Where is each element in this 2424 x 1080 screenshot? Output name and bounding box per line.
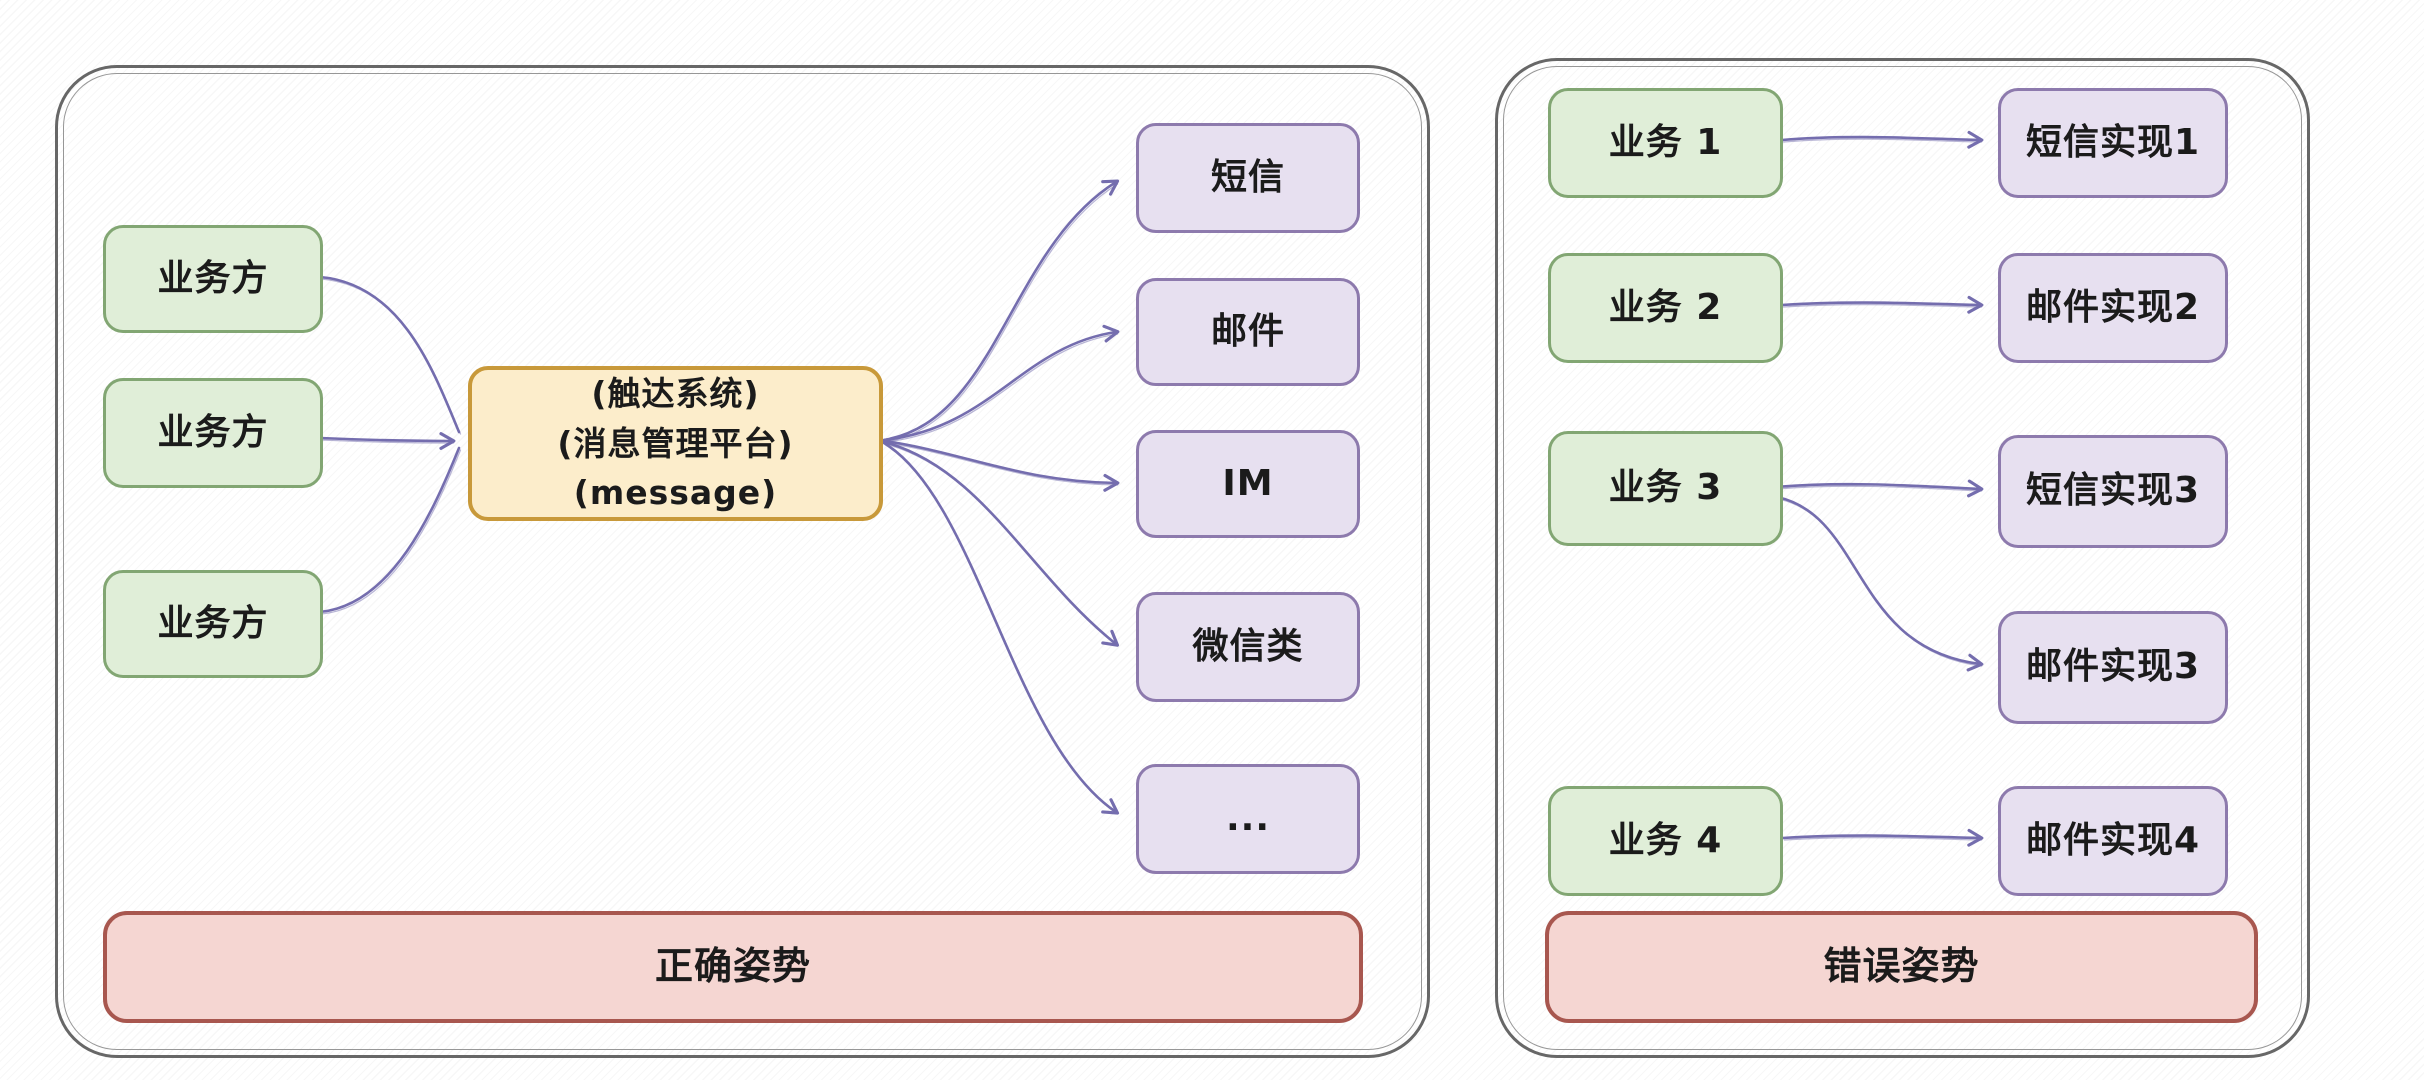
channel-node-mail: 邮件 [1136, 278, 1360, 386]
wrong-approach-panel: 业务 1 短信实现1 业务 2 邮件实现2 业务 3 短信实现3 邮件实现3 业… [1495, 58, 2310, 1058]
hub-label-line3: (message) [573, 473, 778, 513]
node-label: 业务方 [157, 411, 269, 453]
business-node-4: 业务 4 [1548, 786, 1783, 896]
hub-label-line1: (触达系统) [591, 374, 760, 414]
impl-node-mail3: 邮件实现3 [1998, 611, 2228, 724]
node-label: 邮件实现4 [2025, 819, 2201, 861]
message-platform-hub-node: (触达系统) (消息管理平台) (message) [468, 366, 883, 521]
node-label: IM [1222, 462, 1274, 504]
node-label: 短信实现1 [2025, 121, 2201, 163]
channel-node-im: IM [1136, 430, 1360, 538]
hub-label-line2: (消息管理平台) [557, 423, 794, 463]
caption-label: 正确姿势 [654, 944, 811, 989]
channel-node-wechat: 微信类 [1136, 592, 1360, 702]
node-label: 业务方 [157, 602, 269, 644]
node-label: 短信 [1210, 156, 1285, 198]
correct-approach-panel: 业务方 业务方 业务方 (触达系统) (消息管理平台) (message) 短信… [55, 65, 1430, 1058]
channel-node-more: ... [1136, 764, 1360, 874]
node-label: 短信实现3 [2025, 470, 2201, 512]
node-label: 邮件实现3 [2025, 646, 2201, 688]
node-label: 业务 3 [1608, 467, 1723, 509]
impl-node-mail4: 邮件实现4 [1998, 786, 2228, 896]
business-source-node-1: 业务方 [103, 225, 323, 333]
business-node-3: 业务 3 [1548, 431, 1783, 546]
business-source-node-2: 业务方 [103, 378, 323, 488]
business-node-1: 业务 1 [1548, 88, 1783, 198]
node-label: ... [1225, 797, 1271, 839]
caption-label: 错误姿势 [1823, 944, 1980, 989]
node-label: 业务 4 [1608, 819, 1723, 861]
node-label: 邮件 [1210, 310, 1285, 352]
channel-node-sms: 短信 [1136, 123, 1360, 233]
node-label: 业务 2 [1608, 286, 1723, 328]
hub-label: (触达系统) (消息管理平台) (message) [557, 369, 793, 518]
impl-node-mail2: 邮件实现2 [1998, 253, 2228, 363]
correct-approach-caption: 正确姿势 [103, 911, 1363, 1023]
node-label: 微信类 [1192, 625, 1304, 667]
node-label: 业务 1 [1608, 121, 1723, 163]
impl-node-sms1: 短信实现1 [1998, 88, 2228, 198]
node-label: 业务方 [157, 257, 269, 299]
business-node-2: 业务 2 [1548, 253, 1783, 363]
wrong-approach-caption: 错误姿势 [1545, 911, 2258, 1023]
business-source-node-3: 业务方 [103, 570, 323, 678]
impl-node-sms3: 短信实现3 [1998, 435, 2228, 548]
node-label: 邮件实现2 [2025, 286, 2201, 328]
